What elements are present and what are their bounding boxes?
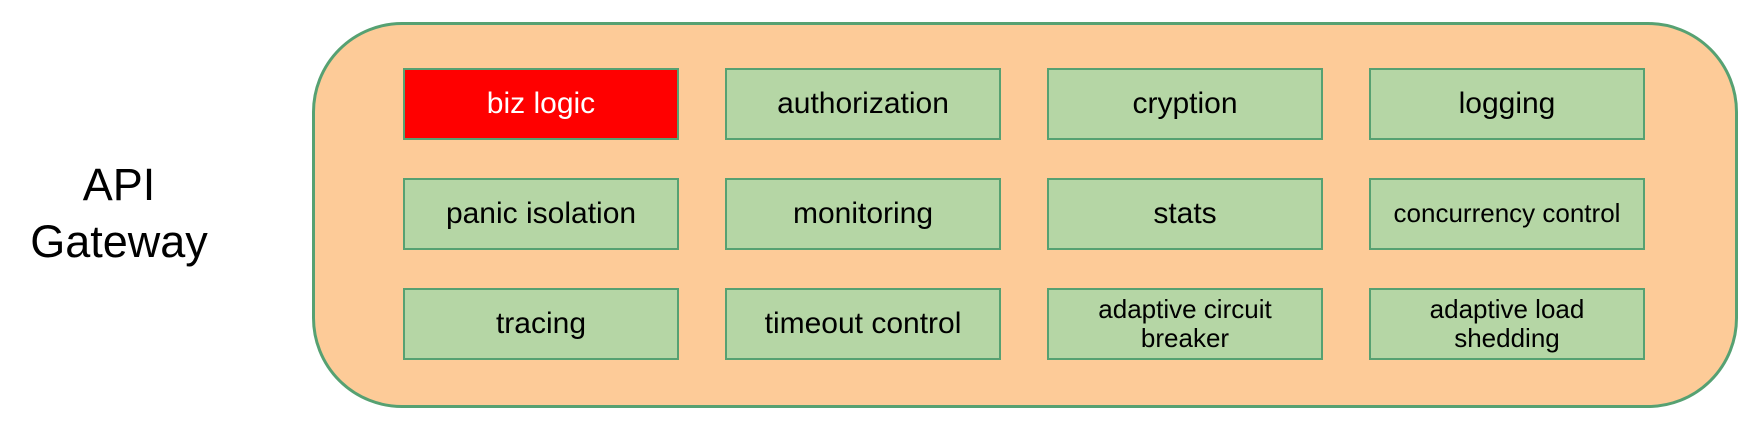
module-box-authorization: authorization [725,68,1001,140]
api-gateway-label: API Gateway [30,159,208,267]
module-box-biz-logic: biz logic [403,68,679,140]
api-gateway-container: biz logic authorization cryption logging… [312,22,1738,408]
module-box-panic-isolation: panic isolation [403,178,679,250]
module-grid: biz logic authorization cryption logging… [403,68,1645,360]
module-box-monitoring: monitoring [725,178,1001,250]
module-box-adaptive-load-shedding: adaptive load shedding [1369,288,1645,360]
module-box-stats: stats [1047,178,1323,250]
module-box-cryption: cryption [1047,68,1323,140]
module-box-concurrency-control: concurrency control [1369,178,1645,250]
module-box-tracing: tracing [403,288,679,360]
module-box-adaptive-circuit-breaker: adaptive circuit breaker [1047,288,1323,360]
module-box-timeout-control: timeout control [725,288,1001,360]
module-box-logging: logging [1369,68,1645,140]
